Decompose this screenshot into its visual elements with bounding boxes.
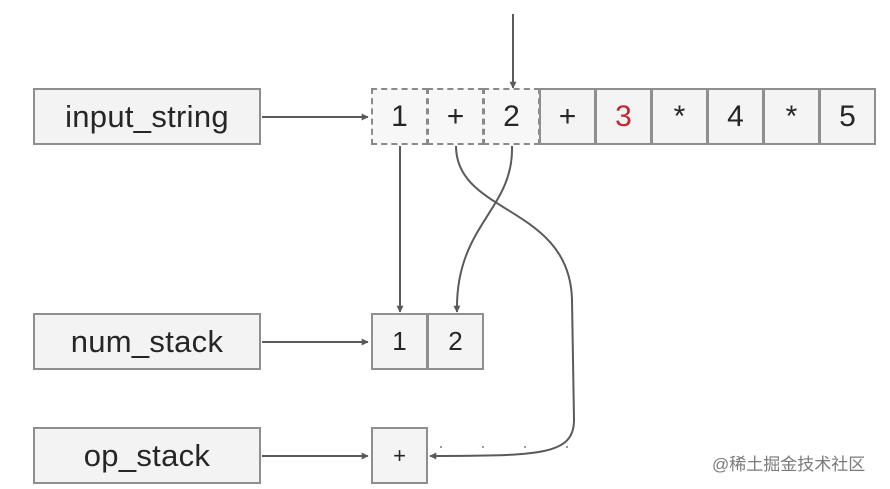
input-token-plus: +	[427, 88, 484, 145]
arrow-token-2-to-num-stack	[453, 145, 514, 313]
input-token-4: 4	[707, 88, 764, 145]
num-stack-label: num_stack	[33, 313, 261, 370]
input-token-5: 5	[819, 88, 876, 145]
op-stack-cell-0: +	[371, 427, 428, 484]
arrow-token-plus-to-op-stack	[429, 145, 576, 460]
input-token-2: 2	[483, 88, 540, 145]
input-token-plus-2: +	[539, 88, 596, 145]
input-string-label: input_string	[33, 88, 261, 145]
input-token-3-highlighted: 3	[595, 88, 652, 145]
input-token-times-2: *	[763, 88, 820, 145]
num-stack-cell-1: 2	[427, 313, 484, 370]
input-token-1: 1	[371, 88, 428, 145]
num-stack-cell-0: 1	[371, 313, 428, 370]
op-stack-label: op_stack	[33, 427, 261, 484]
input-token-times: *	[651, 88, 708, 145]
watermark: @稀土掘金技术社区	[712, 455, 866, 474]
